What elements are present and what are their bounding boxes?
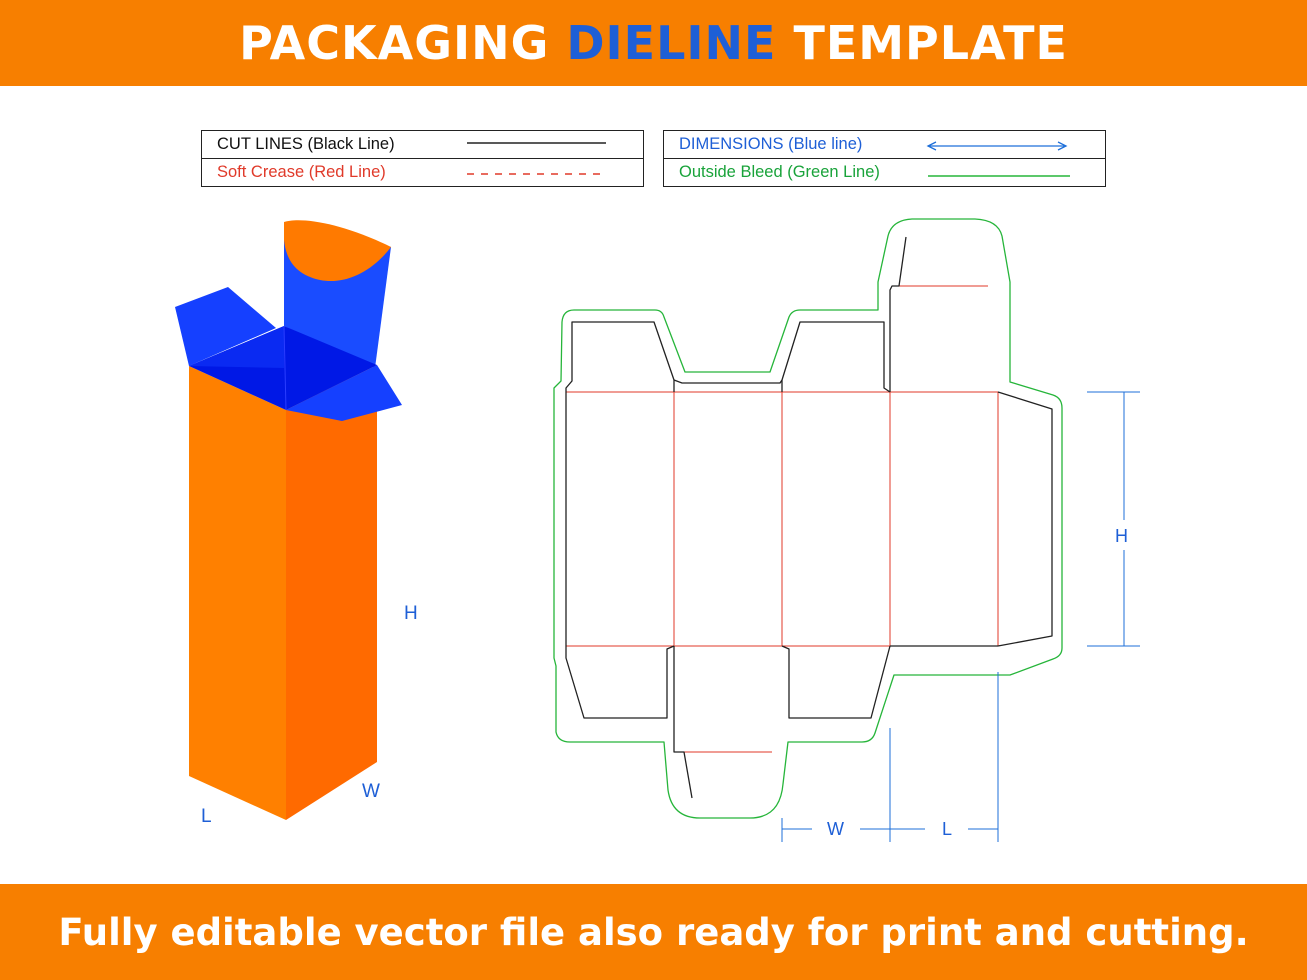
legend-row-dimension: DIMENSIONS (Blue line) — [664, 131, 1105, 158]
legend-row-cut: CUT LINES (Black Line) — [202, 131, 643, 158]
legend-crease-label: Soft Crease (Red Line) — [217, 163, 386, 181]
box-side-face — [286, 365, 377, 820]
footer-caption: Fully editable vector file also ready fo… — [58, 910, 1249, 954]
dimension-lines — [781, 391, 1140, 842]
dieline-width-label: W — [827, 819, 844, 839]
title-part-packaging: PACKAGING — [239, 16, 550, 70]
box-length-label: L — [201, 806, 212, 827]
dieline-height-label: H — [1115, 526, 1128, 546]
legend-bleed-label: Outside Bleed (Green Line) — [679, 163, 880, 181]
box-front-face — [189, 366, 286, 820]
title-part-template: TEMPLATE — [793, 16, 1068, 70]
dimension-arrow-sample — [926, 141, 1068, 151]
cut-lines — [565, 236, 1053, 799]
legend-cut-crease: CUT LINES (Black Line) Soft Crease (Red … — [201, 130, 644, 187]
box-right-flap — [286, 365, 402, 421]
crease-line-sample — [467, 173, 606, 175]
header-banner: PACKAGING DIELINE TEMPLATE — [0, 0, 1307, 86]
footer-banner: Fully editable vector file also ready fo… — [0, 884, 1307, 980]
legend-row-crease: Soft Crease (Red Line) — [202, 158, 643, 186]
box-3d-illustration — [175, 220, 402, 820]
box-width-label: W — [362, 781, 380, 802]
legend-row-bleed: Outside Bleed (Green Line) — [664, 158, 1105, 186]
box-opening-shadow — [189, 326, 284, 368]
cut-line-sample — [467, 142, 606, 144]
title-part-dieline: DIELINE — [566, 16, 777, 70]
crease-lines — [566, 285, 999, 753]
page-title: PACKAGING DIELINE TEMPLATE — [239, 16, 1068, 70]
legend-dimension-bleed: DIMENSIONS (Blue line) Outside Bleed (Gr… — [663, 130, 1106, 187]
box-height-label: H — [404, 603, 418, 624]
dieline-template: H W L — [553, 218, 1140, 842]
dieline-length-label: L — [942, 819, 952, 839]
box-tuck-tab — [284, 220, 391, 282]
legend-dimension-label: DIMENSIONS (Blue line) — [679, 135, 863, 153]
bleed-line-sample — [928, 175, 1070, 177]
box-left-flap — [175, 287, 276, 366]
bleed-outline — [553, 218, 1063, 819]
legend-cut-label: CUT LINES (Black Line) — [217, 135, 395, 153]
